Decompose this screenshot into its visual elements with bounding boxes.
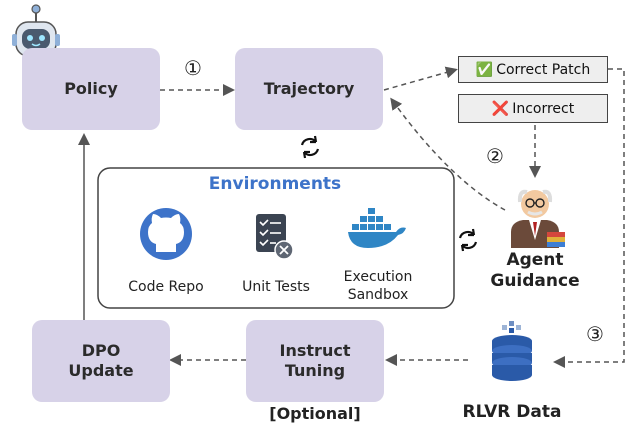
guidance-line: Guidance xyxy=(490,271,580,291)
instruct-label-1: Instruct xyxy=(279,341,351,360)
code-repo-label: Code Repo xyxy=(128,279,204,295)
database-icon xyxy=(492,321,532,381)
professor-icon xyxy=(511,189,565,248)
dpo-label-1: DPO xyxy=(81,341,121,360)
cycle-icon xyxy=(458,228,478,252)
checklist-icon xyxy=(256,214,294,260)
correct-patch-box: ✅ Correct Patch xyxy=(458,56,608,83)
check-icon: ✅ xyxy=(475,61,494,78)
agent-guidance-label: Agent Guidance xyxy=(478,250,592,292)
policy-node: Policy xyxy=(22,48,160,130)
arrow-agent-trajectory xyxy=(390,97,506,211)
incorrect-label: Incorrect xyxy=(512,100,575,117)
instruct-label-2: Tuning xyxy=(284,361,346,380)
trajectory-label: Trajectory xyxy=(263,79,355,98)
execution-line: Execution xyxy=(343,269,413,285)
agent-line: Agent xyxy=(506,250,564,270)
dpo-node: DPO Update xyxy=(32,320,170,402)
cross-icon: ❌ xyxy=(491,100,510,117)
arrow-correct-rlvr xyxy=(553,68,625,368)
environments-title: Environments xyxy=(208,174,342,194)
policy-label: Policy xyxy=(64,79,118,98)
trajectory-node: Trajectory xyxy=(235,48,383,130)
environments-frame xyxy=(97,167,455,309)
optional-label: [Optional] xyxy=(269,404,361,423)
execution-sandbox-label: Execution Sandbox xyxy=(330,268,426,304)
cycle-icon xyxy=(300,135,320,159)
arrow-trajectory-outcomes xyxy=(383,66,458,91)
sandbox-line: Sandbox xyxy=(347,287,409,303)
step-three-marker: ③ xyxy=(586,322,604,346)
instruct-node: Instruct Tuning xyxy=(246,320,384,402)
github-icon xyxy=(140,208,192,260)
unit-tests-label: Unit Tests xyxy=(242,279,310,295)
rlvr-data-label: RLVR Data xyxy=(462,402,562,422)
correct-patch-label: Correct Patch xyxy=(496,61,591,78)
step-two-marker: ② xyxy=(486,144,504,168)
dpo-label-2: Update xyxy=(68,361,134,380)
incorrect-box: ❌ Incorrect xyxy=(458,94,608,123)
step-one-marker: ① xyxy=(184,56,202,80)
docker-icon xyxy=(348,208,406,248)
